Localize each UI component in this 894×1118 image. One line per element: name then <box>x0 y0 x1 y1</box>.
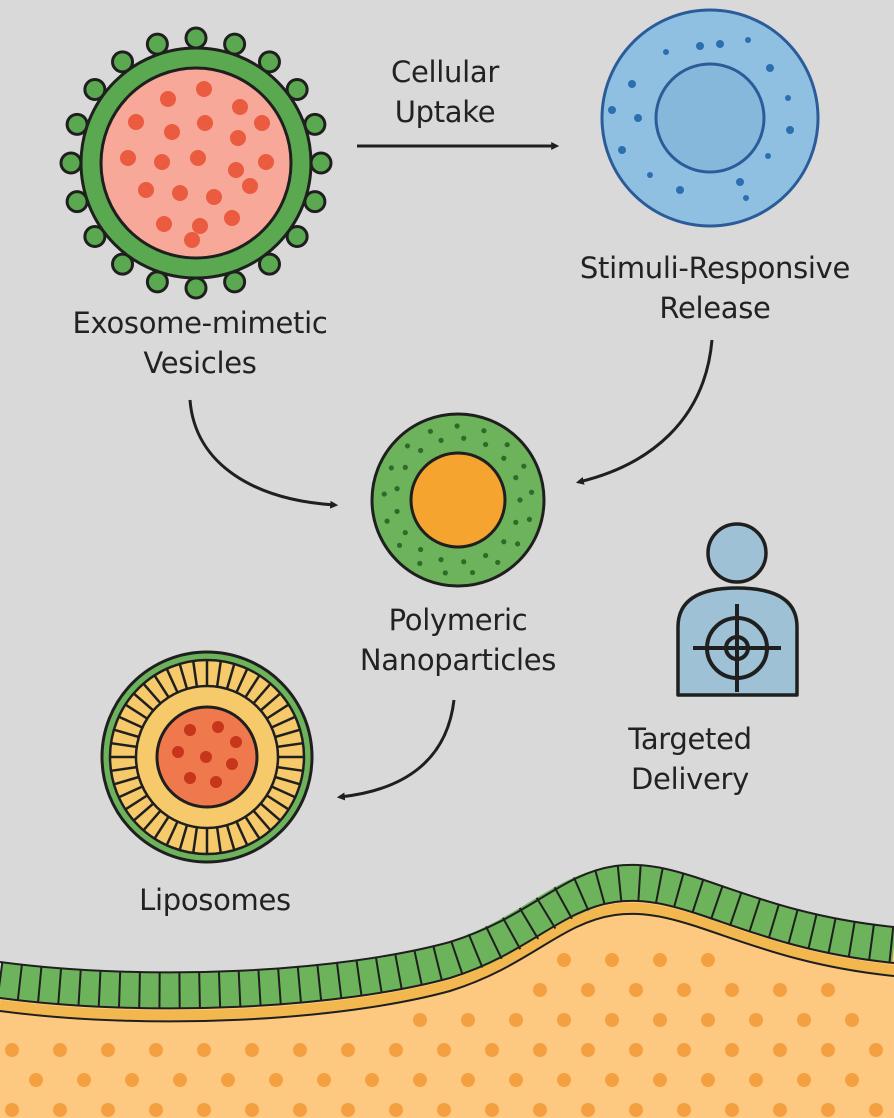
label-line: Delivery <box>631 762 749 796</box>
target-cell-icon <box>600 8 820 228</box>
label-line: Liposomes <box>139 883 291 917</box>
arrow-release <box>575 339 714 485</box>
label-targeted-delivery: Targeted Delivery <box>590 719 790 799</box>
label-stimuli-responsive-release: Stimuli-Responsive Release <box>545 248 885 328</box>
exosome-vesicle-icon <box>59 26 333 300</box>
label-line: Release <box>659 291 771 325</box>
polymeric-nanoparticle-icon <box>370 412 546 588</box>
label-line: Uptake <box>394 95 496 129</box>
label-line: Exosome-mimetic <box>72 306 328 340</box>
label-line: Nanoparticles <box>359 643 557 677</box>
liposome-icon <box>100 650 314 864</box>
label-exosome-mimetic-vesicles: Exosome-mimetic Vesicles <box>40 303 360 383</box>
tissue-membrane-icon <box>0 863 894 1118</box>
arrow-exosome <box>188 399 339 509</box>
label-line: Stimuli-Responsive <box>579 251 851 285</box>
label-line: Cellular <box>391 55 499 89</box>
label-line: Targeted <box>628 722 752 756</box>
label-cellular-uptake: Cellular Uptake <box>345 52 545 132</box>
label-polymeric-nanoparticles: Polymeric Nanoparticles <box>326 600 590 680</box>
flow-arrows <box>188 142 714 801</box>
targeted-person-icon <box>676 522 799 697</box>
label-line: Vesicles <box>143 346 257 380</box>
label-liposomes: Liposomes <box>110 880 320 920</box>
arrow-liposome <box>336 699 456 801</box>
label-line: Polymeric <box>388 603 528 637</box>
